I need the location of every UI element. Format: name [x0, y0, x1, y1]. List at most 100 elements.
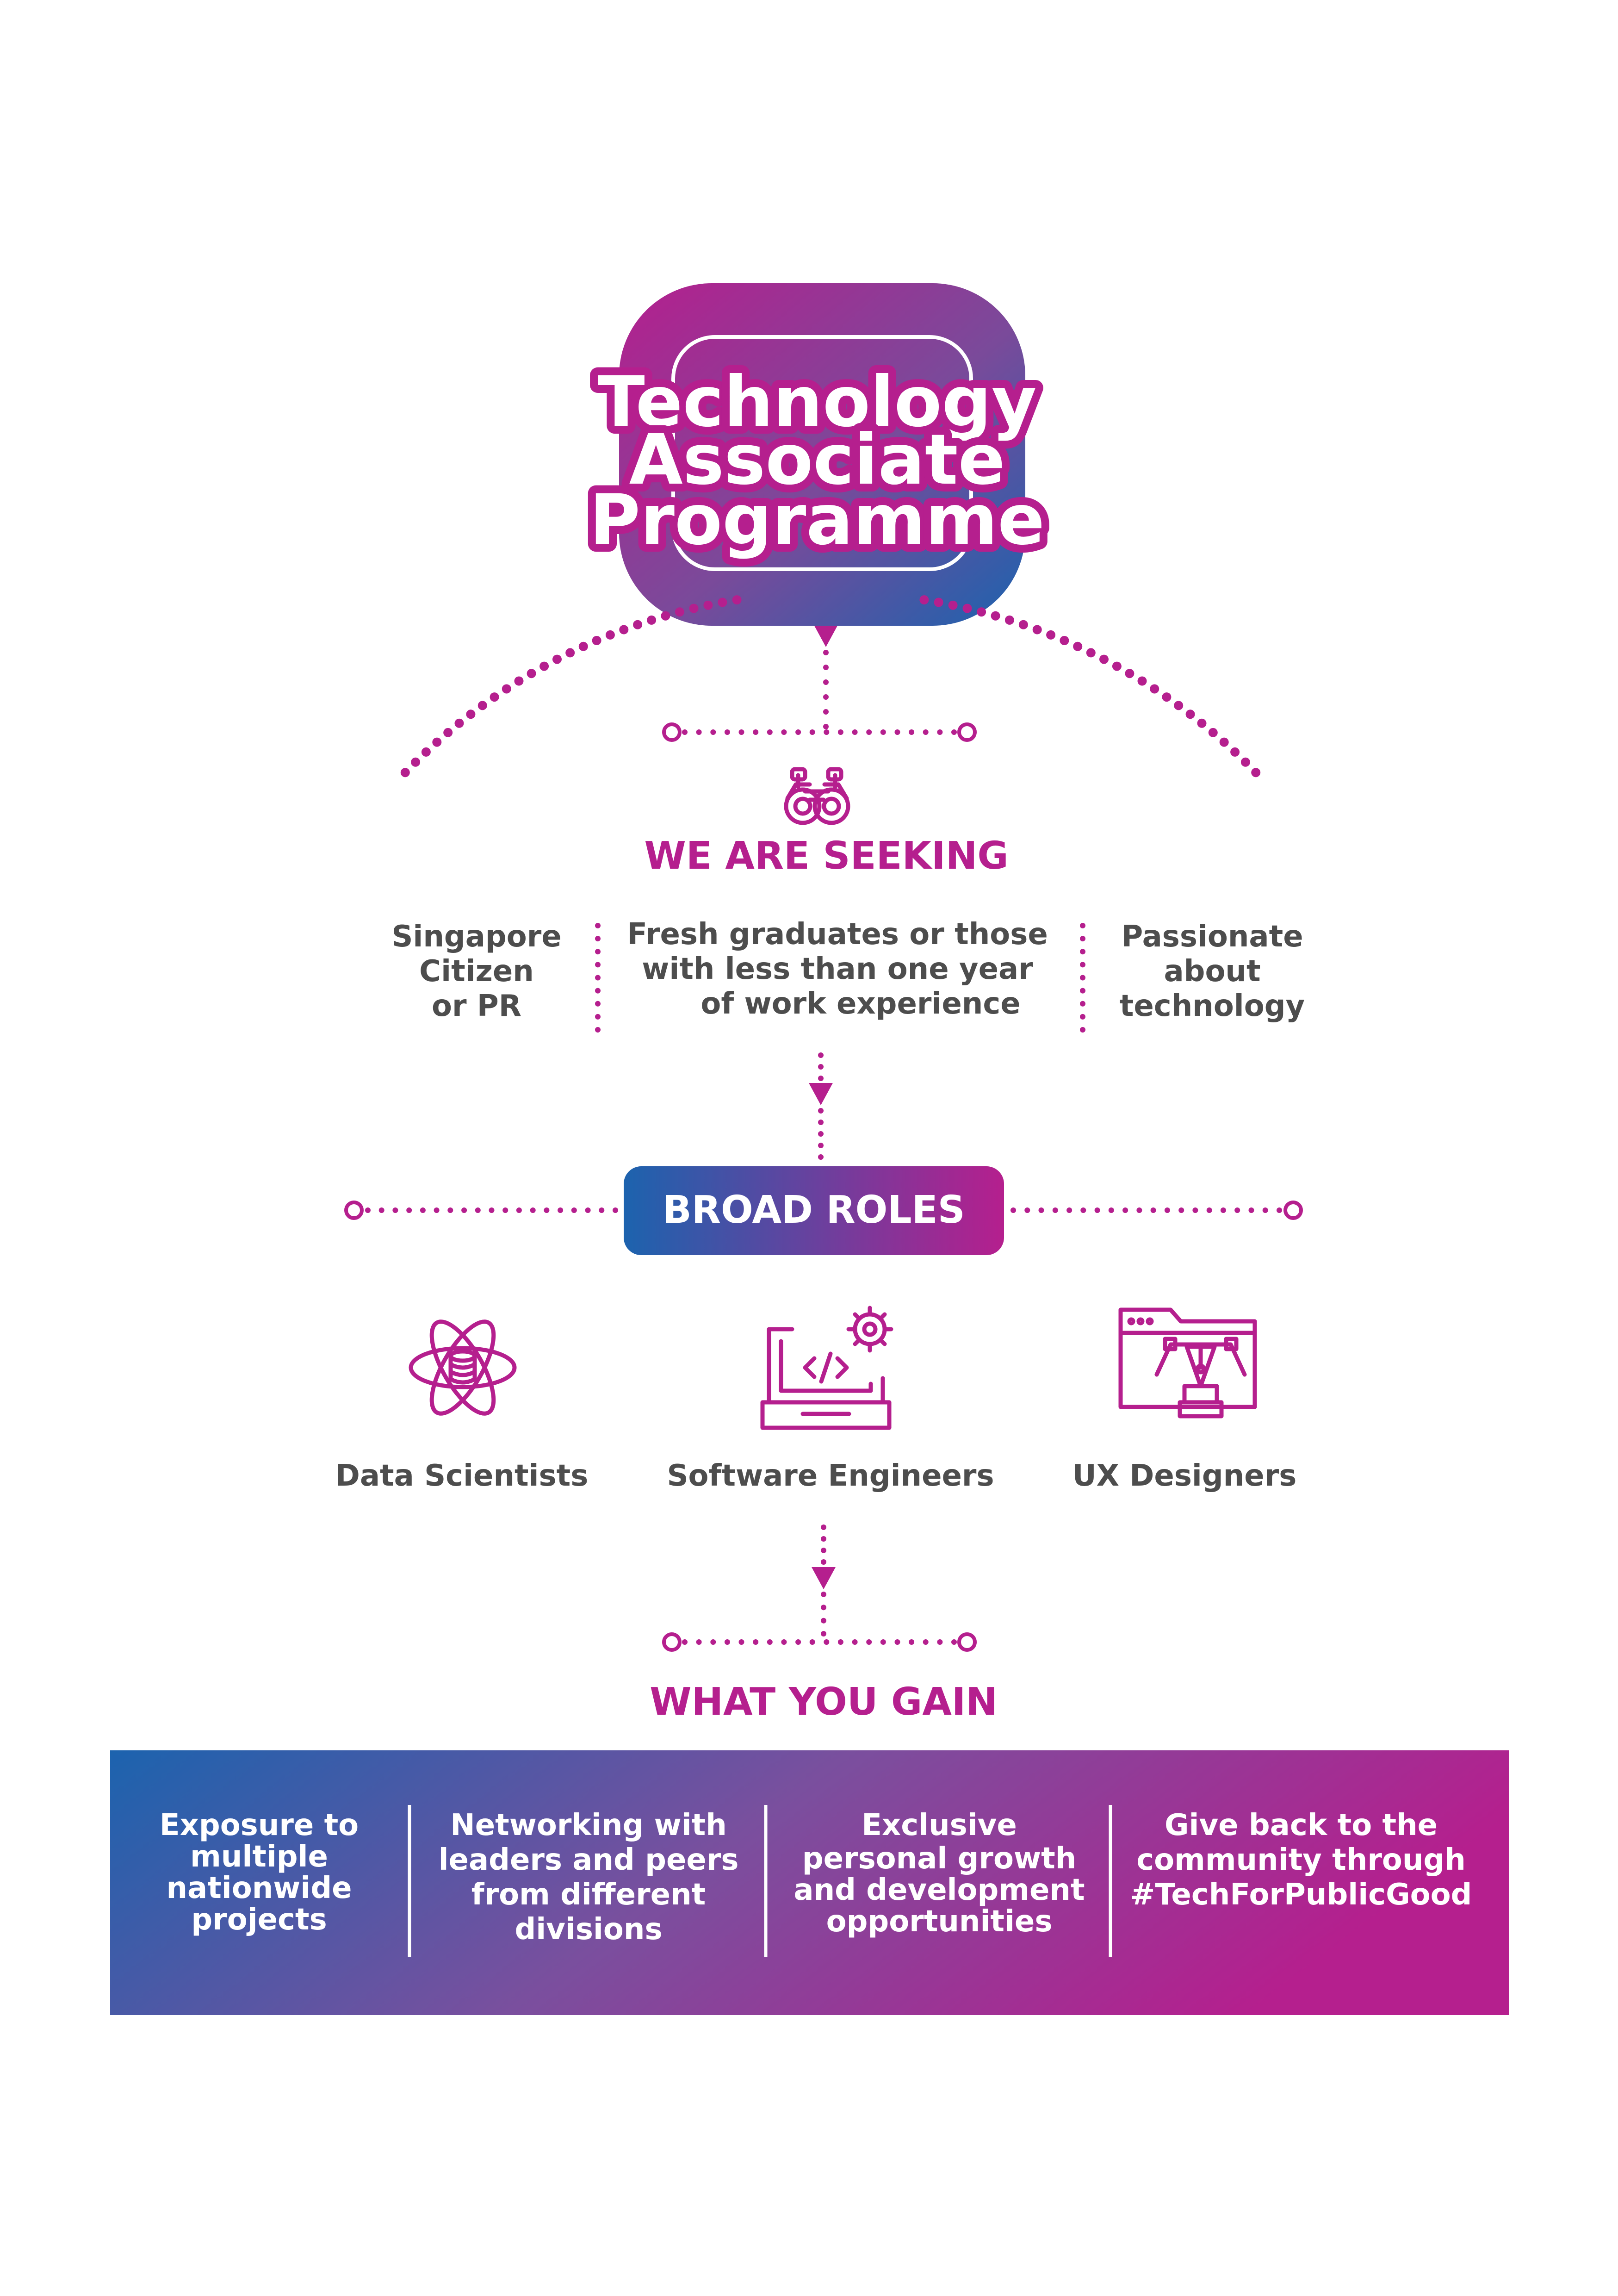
separator-dot — [1080, 975, 1085, 981]
criterion-2-line-3: of work experience — [701, 987, 1020, 1021]
connector-dot — [1178, 1207, 1184, 1213]
arc-dot — [1086, 648, 1096, 658]
connector-dot — [795, 729, 801, 735]
gain-4-line-1: Give back to the — [1165, 1808, 1438, 1842]
connector-dot — [753, 729, 759, 735]
arc-dot — [411, 757, 421, 767]
criterion-1-line-3: or PR — [432, 989, 521, 1023]
seeking-heading: WE ARE SEEKING — [644, 834, 1008, 878]
arc-dot — [1208, 728, 1218, 737]
connector-dot — [823, 709, 829, 715]
connector-dot — [809, 729, 815, 735]
right-dotted-arc — [919, 595, 1261, 778]
criterion-2-line-1: Fresh graduates or those — [627, 917, 1048, 952]
connector-dot — [461, 1207, 467, 1213]
laptop-code-gear-icon — [760, 1306, 893, 1430]
separator-dot — [595, 962, 601, 968]
connector-dot — [502, 1207, 508, 1213]
title-line-2: Associate — [629, 420, 1005, 500]
connector-dot — [823, 650, 829, 655]
connector-dot — [937, 1639, 943, 1645]
arc-dot — [689, 604, 699, 613]
broad-roles-pill: BROAD ROLES — [624, 1166, 1004, 1255]
title-badge-shape — [619, 283, 1025, 626]
criterion-1-line-1: Singapore — [391, 920, 561, 954]
connector-dot — [682, 1639, 688, 1645]
arc-dot — [1004, 615, 1014, 625]
connector-dot — [781, 729, 787, 735]
arrow-to-roles — [809, 1083, 833, 1105]
connector-dot — [724, 729, 730, 735]
separator-dot — [1080, 936, 1085, 942]
arc-dot — [454, 718, 464, 728]
connector-dot — [852, 1639, 858, 1645]
connector-dot — [837, 729, 843, 735]
arc-dot — [400, 768, 410, 778]
connector-dot — [1122, 1207, 1128, 1213]
connector-dot — [818, 1120, 824, 1125]
connector-dot — [821, 1592, 826, 1597]
arc-dot — [1219, 737, 1229, 747]
connector-dot — [818, 1052, 824, 1058]
separator-dot — [595, 1027, 601, 1033]
dotted-lines — [365, 650, 1282, 1645]
arc-dot — [1137, 676, 1147, 686]
arc-dot — [919, 595, 929, 605]
arc-dot — [948, 600, 958, 610]
connector-dot — [696, 1639, 702, 1645]
arc-dot — [647, 615, 657, 625]
connector-dot — [821, 1618, 826, 1624]
separator-dot — [1080, 1027, 1085, 1033]
connector-dot — [447, 1207, 453, 1213]
gain-4-line-3: #TechForPublicGood — [1130, 1878, 1472, 1912]
gain-1-line-4: projects — [191, 1903, 327, 1937]
arc-dot — [466, 709, 476, 719]
connector-dot — [951, 1639, 957, 1645]
ring-seeking-left — [662, 722, 682, 742]
connector-dot — [823, 665, 829, 670]
connector-dot — [585, 1207, 591, 1213]
connector-dot — [738, 729, 744, 735]
ring-roles-right — [1283, 1201, 1303, 1220]
arc-dot — [1073, 641, 1083, 651]
arc-dot — [977, 607, 986, 617]
ring-roles-left — [344, 1201, 364, 1220]
connector-dot — [1052, 1207, 1058, 1213]
separator-dot — [595, 988, 601, 994]
connector-dot — [1136, 1207, 1142, 1213]
connector-dot — [710, 729, 716, 735]
connector-dot — [1010, 1207, 1016, 1213]
connector-dot — [795, 1639, 801, 1645]
separator-dot — [1080, 923, 1085, 928]
connector-dot — [809, 1639, 815, 1645]
connectors — [365, 595, 1282, 1645]
arc-dot — [1125, 669, 1134, 678]
arc-dot — [1185, 709, 1195, 719]
arc-dot — [991, 611, 1000, 621]
connector-dot — [613, 1207, 618, 1213]
connector-dot — [1262, 1207, 1268, 1213]
connector-dot — [824, 1639, 830, 1645]
connector-dot — [1277, 1207, 1282, 1213]
role-software-engineers: Software Engineers — [667, 1459, 994, 1493]
arc-dot — [703, 600, 713, 610]
criterion-3-line-2: about — [1164, 954, 1260, 989]
connector-dot — [937, 729, 943, 735]
title-line-1: Technology — [597, 362, 1036, 442]
arrow-to-gain — [812, 1567, 836, 1589]
arc-dot — [605, 630, 615, 640]
arc-dot — [432, 737, 442, 747]
gain-3-line-2: personal growth — [802, 1842, 1076, 1876]
connector-dot — [767, 729, 773, 735]
connector-dot — [821, 1548, 826, 1553]
connector-dot — [682, 729, 688, 735]
connector-dot — [558, 1207, 564, 1213]
title-badge: Technology Associate Programme — [582, 283, 1053, 647]
connector-dot — [1164, 1207, 1170, 1213]
connector-dot — [821, 1605, 826, 1611]
gain-3-line-1: Exclusive — [862, 1808, 1017, 1842]
design-pen-window-icon — [1118, 1307, 1257, 1419]
arc-dot — [1112, 661, 1122, 671]
gain-1-line-3: nationwide — [166, 1871, 352, 1905]
